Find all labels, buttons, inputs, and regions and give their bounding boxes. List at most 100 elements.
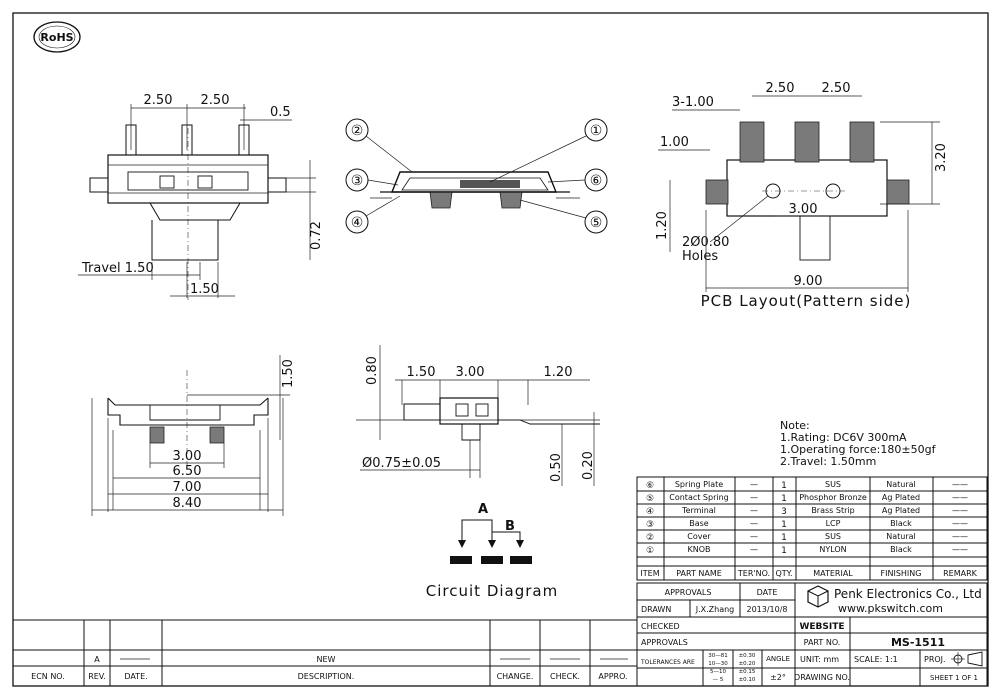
bom-item: ④ xyxy=(646,507,654,517)
tb-website: WEBSITE xyxy=(799,622,844,632)
callout-4: ④ xyxy=(351,215,364,231)
bom-item: ② xyxy=(646,533,654,543)
dim-gap: 3.00 xyxy=(789,202,818,217)
tb-angle: ANGLE xyxy=(766,655,790,663)
rohs-badge: RoHS xyxy=(33,21,81,53)
tol-range-1: 30—81 xyxy=(708,653,728,659)
bom-ter: — xyxy=(750,480,758,489)
rev-header-date: DATE. xyxy=(124,672,147,681)
tol-range-3: 5—10 xyxy=(710,669,726,675)
tb-angle-value: ±2° xyxy=(770,673,786,682)
section-view: ② ③ ④ ① ⑥ ⑤ xyxy=(345,118,608,234)
bom-part-name: Base xyxy=(689,519,709,528)
dim-pad: 1.00 xyxy=(660,135,689,150)
top-view: 2.50 2.50 0.5 0.72 Travel 1.50 1.50 xyxy=(78,93,324,300)
dim-pitch-1: 2.50 xyxy=(144,93,173,108)
bom-qty: 1 xyxy=(781,546,787,556)
callout-2: ② xyxy=(351,123,364,139)
tb-tolerances: TOLERANCES ARE xyxy=(640,659,695,666)
bom-remark: —— xyxy=(952,519,968,528)
front-view: 1.50 3.00 6.50 7.00 8.40 xyxy=(91,355,296,516)
bom-header-ter: TER'NO. xyxy=(737,569,770,578)
bom-ter: — xyxy=(750,506,758,515)
bom-part-name: Contact Spring xyxy=(669,493,728,502)
bom-part-name: Cover xyxy=(687,532,711,541)
notes-title: Note: xyxy=(780,419,810,432)
tol-range-2: 10—30 xyxy=(708,661,728,667)
bom-header-item: ITEM xyxy=(640,569,659,578)
dim-pin-width: 0.5 xyxy=(270,105,291,120)
bom-part-name: KNOB xyxy=(687,545,710,554)
dim-total: 9.00 xyxy=(794,274,823,289)
rev-header-description: DESCRIPTION. xyxy=(298,672,355,681)
dim-side-a: 1.50 xyxy=(407,365,436,380)
callout-1: ① xyxy=(590,123,603,139)
dim-side-v: 0.80 xyxy=(365,356,380,385)
tol-range-4: — 5 xyxy=(713,677,724,683)
tb-scale: SCALE: 1:1 xyxy=(854,655,898,664)
dim-front-top: 1.50 xyxy=(281,359,296,388)
outer-frame xyxy=(12,12,989,687)
bom-qty: 1 xyxy=(781,494,787,504)
circuit-label-a: A xyxy=(478,502,488,517)
tb-proj: PROJ. xyxy=(924,655,946,664)
rohs-text: RoHS xyxy=(40,31,73,44)
bom-item: ③ xyxy=(646,520,654,530)
bom-material: Phosphor Bronze xyxy=(799,493,867,502)
dim-pads: 3-1.00 xyxy=(672,95,714,110)
bom-material: SUS xyxy=(825,480,841,489)
bom-qty: 1 xyxy=(781,481,787,491)
bom-header-material: MATERIAL xyxy=(813,569,853,578)
tb-approvals-2: APPROVALS xyxy=(641,638,688,647)
tb-drawn-by: J.X.Zhang xyxy=(695,605,735,614)
dim-front-b: 6.50 xyxy=(173,464,202,479)
notes: Note: 1.Rating: DC6V 300mA 1.Operating f… xyxy=(780,419,937,468)
tb-drawn: DRAWN xyxy=(641,605,671,614)
note-line-3: 2.Travel: 1.50mm xyxy=(780,455,876,468)
dim-front-c: 7.00 xyxy=(173,480,202,495)
bom-header-finishing: FINISHING xyxy=(881,569,922,578)
note-line-2: 1.Operating force:180±50gf xyxy=(780,443,937,456)
rev-header-ecn: ECN NO. xyxy=(31,672,65,681)
bom-part-name: Spring Plate xyxy=(675,480,723,489)
pcb-title: PCB Layout(Pattern side) xyxy=(701,292,912,310)
bom-header-remark: REMARK xyxy=(943,569,978,578)
holes-label-2: Holes xyxy=(682,249,718,264)
dim-pcb-pitch-1: 2.50 xyxy=(766,81,795,96)
bom-qty: 3 xyxy=(781,507,787,517)
bom-finishing: Black xyxy=(890,519,912,528)
dim-side-e: 0.20 xyxy=(581,451,596,480)
bom-finishing: Ag Plated xyxy=(882,506,920,515)
tb-checked: CHECKED xyxy=(641,622,680,631)
bom-header-part-name: PART NAME xyxy=(676,569,722,578)
tol-value-4: ±0.10 xyxy=(739,677,756,683)
dim-side-b: 3.00 xyxy=(456,365,485,380)
rev-header-rev: REV. xyxy=(88,672,106,681)
bom-part-name: Terminal xyxy=(681,506,716,515)
callout-3: ③ xyxy=(351,173,364,189)
tol-value-1: ±0.30 xyxy=(739,653,756,659)
bom-remark: —— xyxy=(952,493,968,502)
tb-sheet: SHEET 1 OF 1 xyxy=(930,674,978,682)
dim-side: 1.20 xyxy=(655,211,670,240)
tb-drawing-no: DRAWING NO. xyxy=(794,673,850,682)
dim-knob-width: 1.50 xyxy=(190,282,219,297)
revision-table: A NEW ECN NO. REV. DATE. DESCRIPTION. CH… xyxy=(13,619,637,686)
bom-header-qty: QTY. xyxy=(776,569,793,578)
rev-header-appro: APPRO. xyxy=(598,672,627,681)
callout-5: ⑤ xyxy=(590,215,603,231)
bom-material: LCP xyxy=(826,519,841,528)
company-name: Penk Electronics Co., Ltd xyxy=(834,587,982,601)
dim-side-c: 1.20 xyxy=(544,365,573,380)
bom-material: SUS xyxy=(825,532,841,541)
rev-letter: A xyxy=(94,655,100,664)
bom-ter: — xyxy=(750,532,758,541)
bom-finishing: Natural xyxy=(886,480,916,489)
rev-header-check: CHECK. xyxy=(550,672,580,681)
dim-front-a: 3.00 xyxy=(173,449,202,464)
dim-front-d: 8.40 xyxy=(173,496,202,511)
dim-side-d: 0.50 xyxy=(549,453,564,482)
circuit-diagram: A B Circuit Diagram xyxy=(426,502,557,600)
circuit-label-b: B xyxy=(505,519,515,534)
